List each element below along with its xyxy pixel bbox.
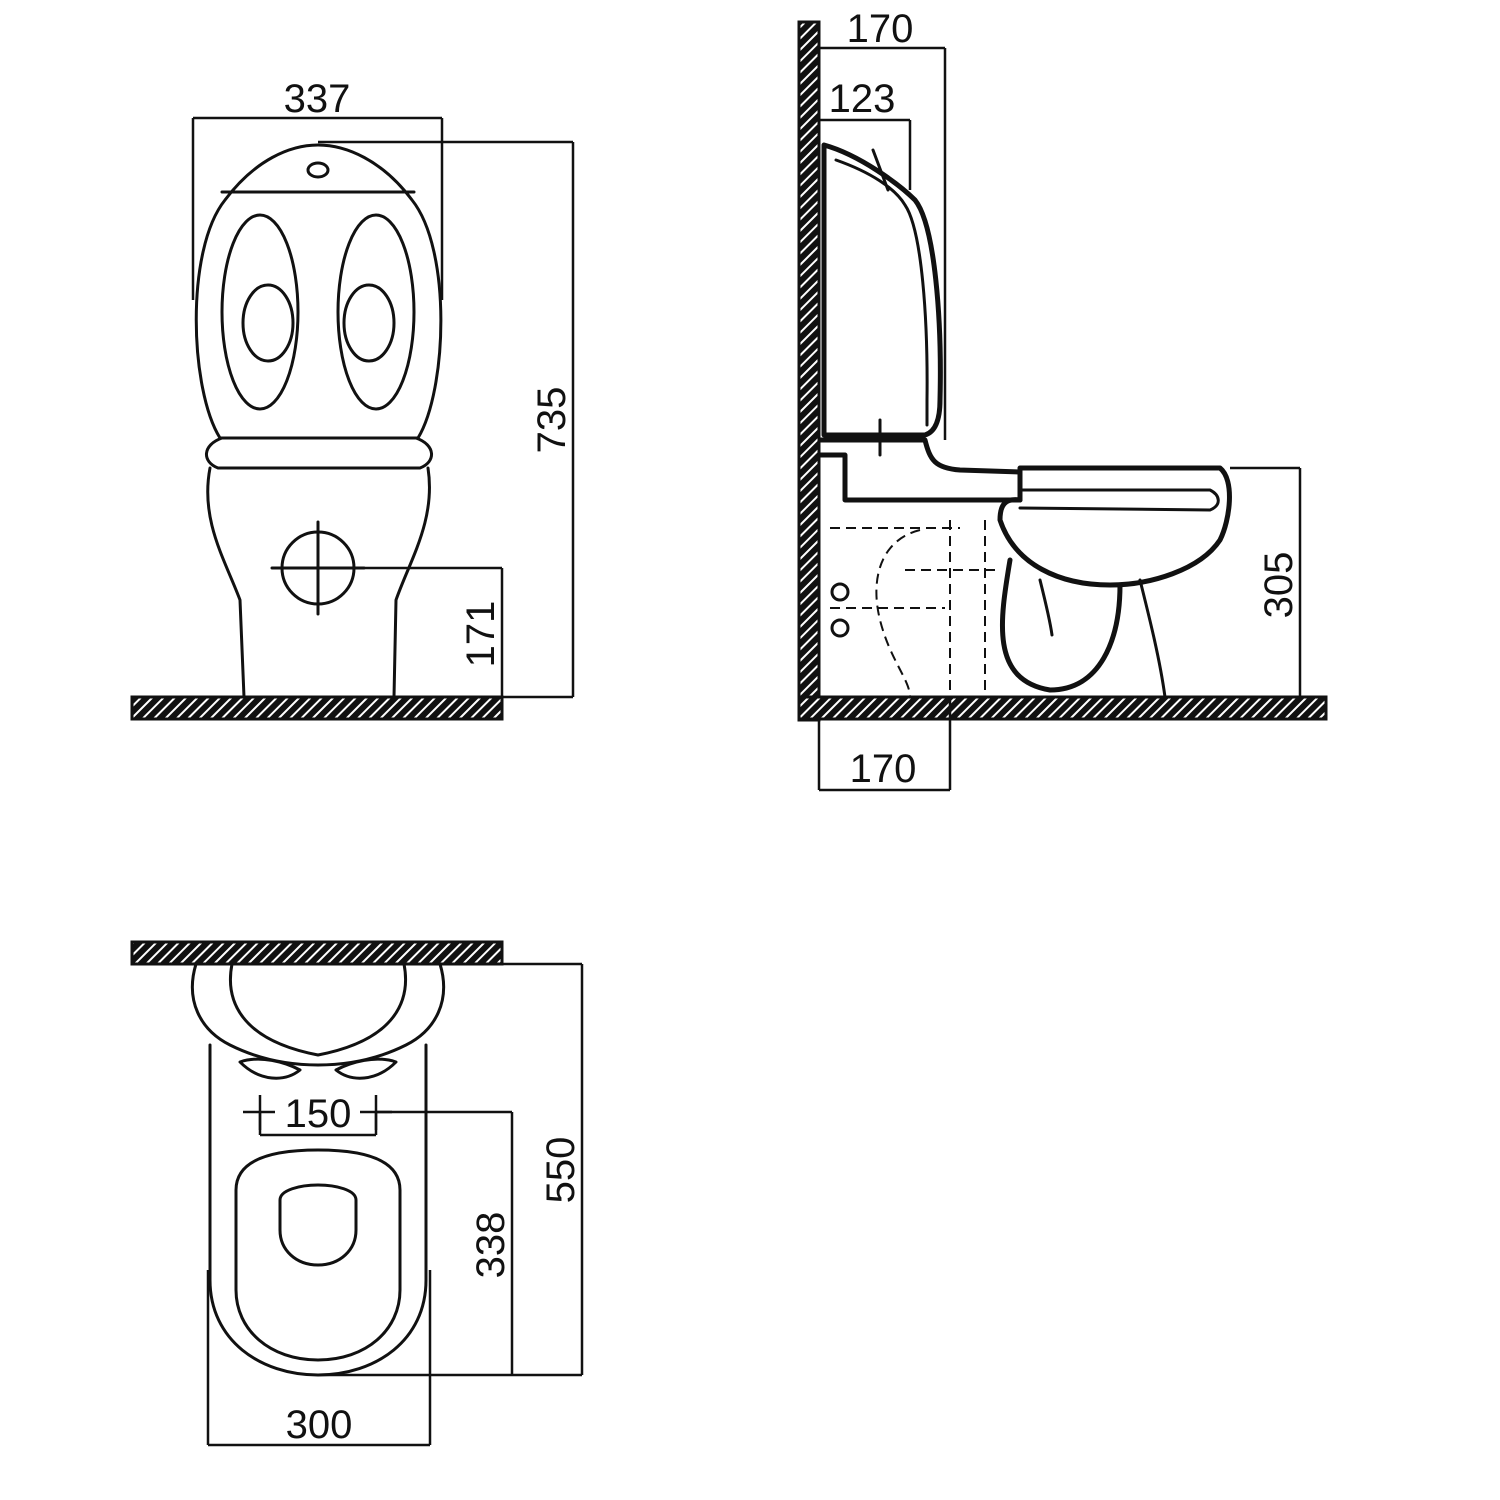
top-width-label: 300: [286, 1403, 353, 1447]
top-fixing-spacing-label: 150: [285, 1092, 352, 1136]
front-outlet-height-label: 171: [459, 601, 503, 668]
front-cistern: [194, 143, 443, 440]
top-view: 150 338 550 300: [130, 940, 584, 1447]
side-wall: [797, 20, 821, 722]
front-button-hole: [306, 161, 330, 179]
top-depth-label: 550: [539, 1137, 583, 1204]
top-cistern: [191, 962, 445, 1067]
side-bottom-depth-label: 170: [850, 747, 917, 791]
side-cistern-depth-label: 123: [829, 77, 896, 121]
top-inner-depth-label: 338: [469, 1212, 513, 1279]
side-view: 170 123 170 305: [797, 7, 1328, 792]
front-view: 337 735 171: [130, 77, 575, 721]
front-floor: [130, 695, 504, 721]
top-wall: [130, 940, 504, 966]
side-bowl: [997, 465, 1232, 588]
side-bowl-height-label: 305: [1257, 552, 1301, 619]
front-width-label: 337: [284, 77, 351, 121]
side-floor: [797, 695, 1328, 721]
front-left-panel: [220, 213, 300, 411]
front-height-label: 735: [530, 387, 574, 454]
front-bowl: [205, 436, 433, 470]
side-top-depth-label: 170: [847, 7, 914, 51]
front-right-panel: [336, 213, 416, 411]
